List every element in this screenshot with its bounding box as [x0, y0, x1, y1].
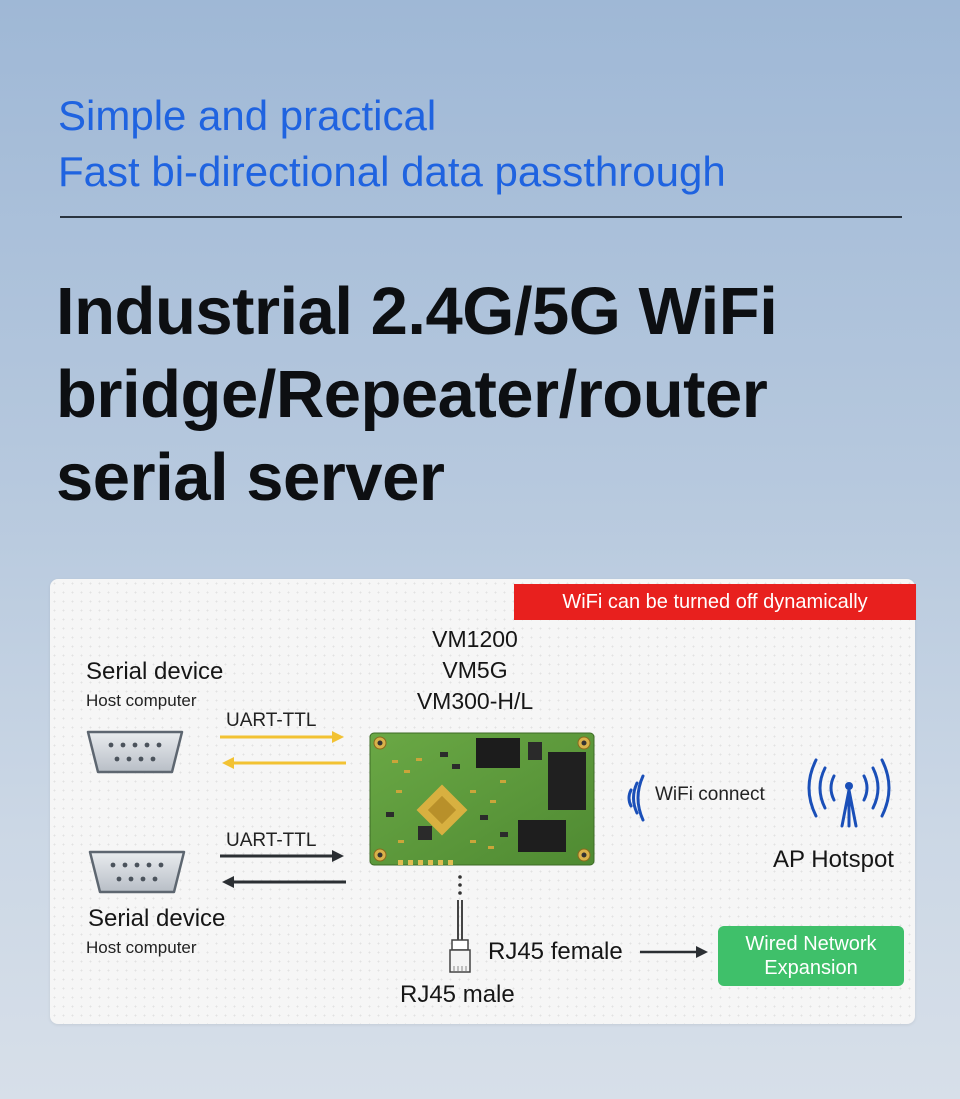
cable-dots: [458, 875, 462, 895]
headline-line-2: bridge/Repeater/router: [56, 357, 768, 432]
wired-line-1: Wired Network: [745, 933, 877, 955]
ap-antenna-icon: [807, 758, 891, 828]
wifi-signal-icon: [627, 774, 645, 822]
serial-port-icon: [88, 850, 186, 894]
subtitle-line-2: Fast bi-directional data passthrough: [58, 148, 726, 195]
bottom-device-title: Serial device: [88, 905, 226, 932]
uart-arrow-left: [222, 876, 346, 888]
uart-arrow-left: [222, 757, 346, 769]
rj45-arrow: [640, 946, 708, 958]
headline: Industrial 2.4G/5G WiFi bridge/Repeater/…: [56, 270, 778, 519]
model-name: VM5G: [442, 657, 508, 683]
wifi-module-board: [369, 732, 595, 866]
bottom-link-label: UART-TTL: [226, 830, 317, 851]
headline-line-1: Industrial 2.4G/5G WiFi: [56, 274, 778, 349]
top-device-title: Serial device: [86, 658, 224, 685]
model-name: VM300-H/L: [416, 688, 534, 714]
top-device-subtitle: Host computer: [86, 691, 197, 710]
wired-network-expansion-badge: Wired Network Expansion: [718, 926, 904, 986]
model-name: VM1200: [432, 626, 518, 652]
uart-arrow-right: [220, 850, 344, 862]
wired-line-2: Expansion: [764, 957, 858, 979]
serial-port-icon: [86, 730, 184, 774]
subtitle-line-1: Simple and practical: [58, 92, 437, 139]
model-list: VM1200 VM5G VM300-H/L: [380, 624, 570, 717]
wifi-off-badge: WiFi can be turned off dynamically: [514, 584, 916, 620]
rj45-female-label: RJ45 female: [488, 938, 623, 965]
wifi-connect-label: WiFi connect: [655, 784, 765, 805]
headline-line-3: serial server: [56, 440, 445, 515]
divider: [60, 216, 902, 218]
ap-hotspot-label: AP Hotspot: [773, 846, 894, 873]
rj45-plug-icon: [449, 900, 471, 973]
uart-arrow-right: [220, 731, 344, 743]
rj45-male-label: RJ45 male: [400, 981, 515, 1008]
top-link-label: UART-TTL: [226, 710, 317, 731]
bottom-device-subtitle: Host computer: [86, 938, 197, 957]
